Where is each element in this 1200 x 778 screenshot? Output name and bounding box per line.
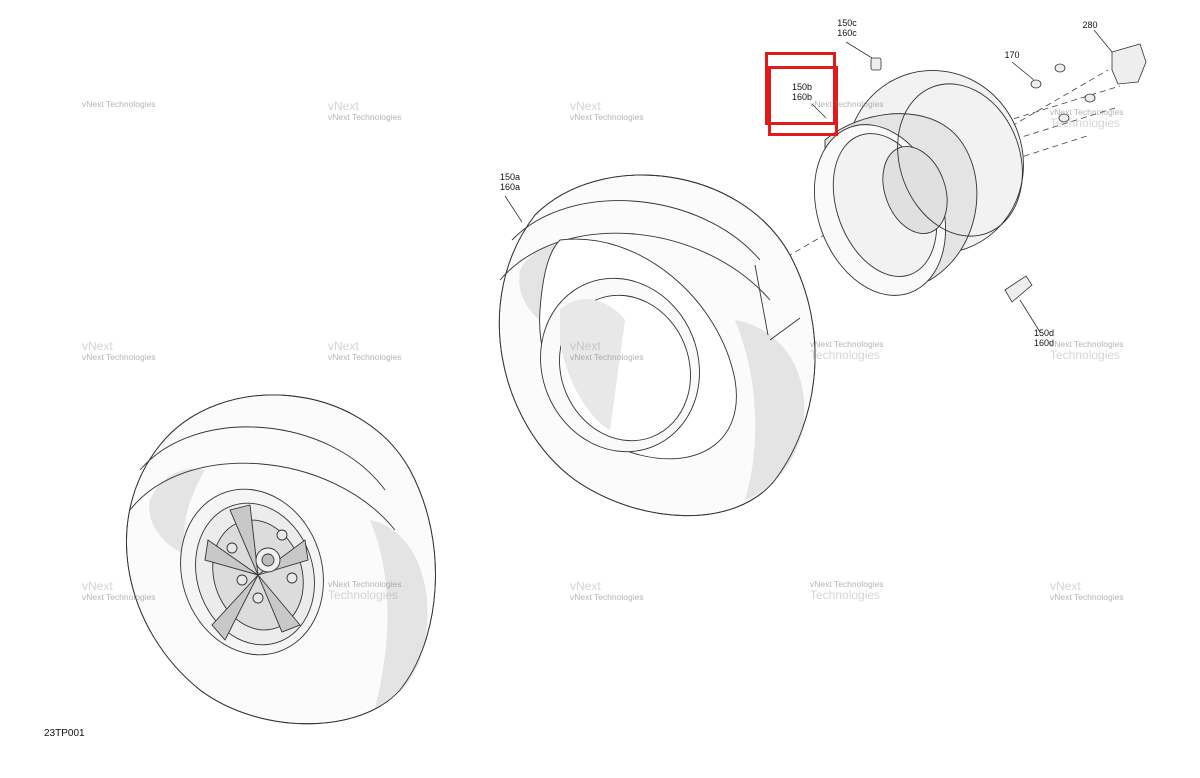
watermark-text: vNext: [328, 99, 359, 113]
callout-label: 150b: [791, 82, 813, 92]
watermark: vNext vNext Technologies: [82, 340, 156, 362]
callout-label: 150a: [499, 172, 521, 182]
watermark: vNext Technologies Technologies: [810, 340, 884, 362]
rim: [813, 70, 1024, 296]
watermark-text: vNext Technologies: [1050, 592, 1124, 602]
highlight-box-inner[interactable]: [768, 66, 838, 136]
watermark-text: vNext Technologies: [328, 352, 402, 362]
watermark-text: vNext Technologies: [1050, 339, 1124, 349]
watermark-text: vNext Technologies: [1050, 107, 1124, 117]
watermark: vNext vNext Technologies: [570, 580, 644, 602]
callout-280: 280: [1070, 20, 1110, 30]
watermark: vNext Technologies: [82, 100, 156, 109]
front-tire: [126, 394, 436, 725]
callout-150c-160c: 150c 160c: [827, 18, 867, 38]
watermark-text: vNext Technologies: [570, 352, 644, 362]
watermark-text: vNext: [82, 339, 113, 353]
watermark-text: Technologies: [328, 588, 399, 602]
watermark-text: vNext Technologies: [570, 592, 644, 602]
watermark-text: Technologies: [810, 348, 881, 362]
watermark-text: vNext Technologies: [570, 112, 644, 122]
callout-label: 160c: [837, 28, 857, 38]
watermark: vNext vNext Technologies: [328, 100, 402, 122]
watermark-text: vNext: [328, 339, 359, 353]
watermark: vNext Technologies: [810, 100, 884, 109]
small-parts: [870, 43, 1147, 303]
watermark: vNext vNext Technologies: [328, 340, 402, 362]
watermark: vNext vNext Technologies: [570, 340, 644, 362]
callout-label: 160a: [499, 182, 521, 192]
watermark-text: vNext: [570, 99, 601, 113]
watermark-text: vNext Technologies: [810, 579, 884, 589]
watermark-text: vNext: [1050, 579, 1081, 593]
watermark: vNext Technologies Technologies: [1050, 340, 1124, 362]
watermark: vNext Technologies Technologies: [810, 580, 884, 602]
watermark: vNext vNext Technologies: [82, 580, 156, 602]
callout-label: 150d: [1033, 328, 1055, 338]
watermark-text: vNext: [570, 339, 601, 353]
leader-lines: [504, 29, 1113, 333]
watermark-text: vNext Technologies: [328, 112, 402, 122]
callout-150a-160a: 150a 160a: [490, 172, 530, 192]
watermark: vNext vNext Technologies: [1050, 580, 1124, 602]
callout-label: 170: [1004, 50, 1020, 60]
part-150d: [1004, 275, 1033, 303]
watermark-text: vNext Technologies: [328, 579, 402, 589]
valve-stem-150c: [870, 57, 882, 71]
callout-label: 150c: [837, 18, 857, 28]
rear-tire: [498, 174, 816, 517]
highlight-box-outer[interactable]: [765, 52, 836, 125]
watermark-text: vNext Technologies: [82, 592, 156, 602]
watermark-text: vNext Technologies: [82, 99, 156, 109]
watermark: vNext Technologies Technologies: [1050, 108, 1124, 130]
watermark-text: Technologies: [810, 588, 881, 602]
watermark-text: Technologies: [1050, 116, 1121, 130]
watermark: vNext vNext Technologies: [570, 100, 644, 122]
callout-label: 160b: [791, 92, 813, 102]
watermark: vNext Technologies Technologies: [328, 580, 402, 602]
callout-label: 280: [1082, 20, 1098, 30]
callout-150d-160d: 150d 160d: [1024, 328, 1064, 348]
callout-170: 170: [992, 50, 1032, 60]
watermark-text: vNext: [570, 579, 601, 593]
watermark-text: vNext: [82, 579, 113, 593]
callout-150b-160b: 150b 160b: [782, 82, 822, 102]
watermark-text: vNext Technologies: [82, 352, 156, 362]
watermark-text: Technologies: [1050, 348, 1121, 362]
watermark-text: vNext Technologies: [810, 99, 884, 109]
hub-cap-280: [1111, 43, 1147, 85]
watermark-text: vNext Technologies: [810, 339, 884, 349]
reference-code: 23TP001: [44, 728, 85, 739]
callout-label: 160d: [1033, 338, 1055, 348]
